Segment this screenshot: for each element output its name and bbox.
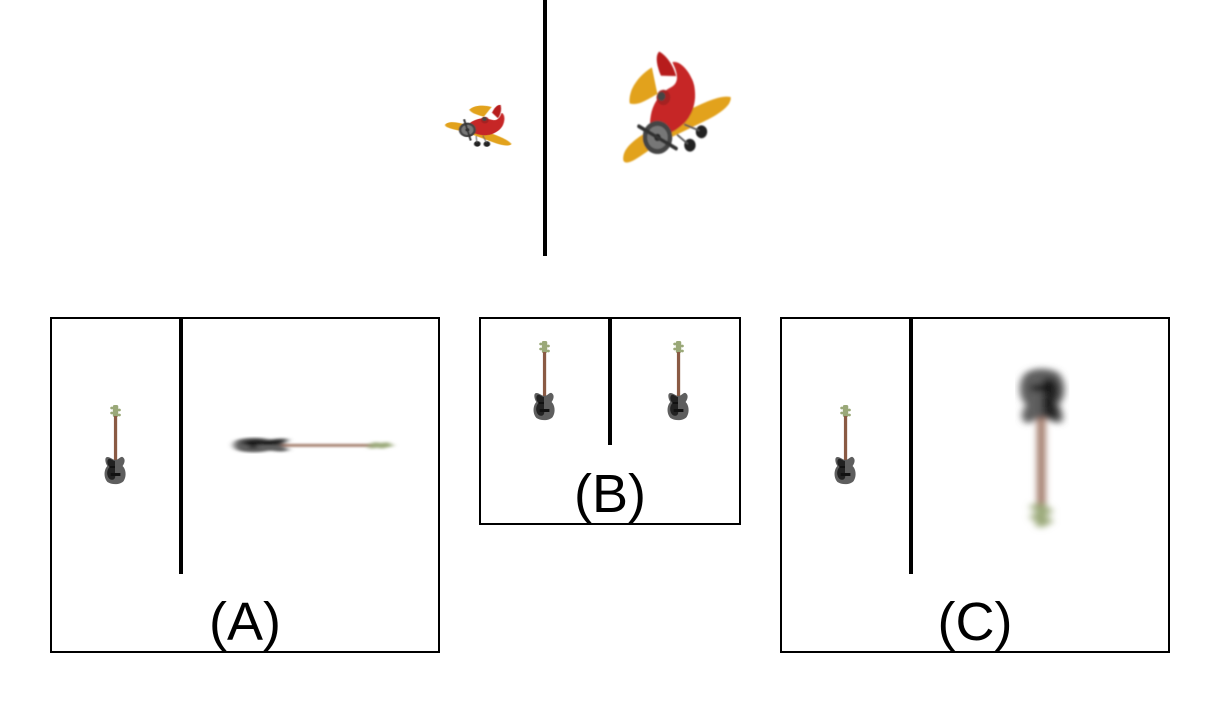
option-a-label: (A) bbox=[209, 592, 281, 652]
airplane-icon bbox=[441, 100, 514, 159]
option-c-divider bbox=[909, 319, 913, 574]
option-b-divider bbox=[608, 319, 612, 445]
bass-guitar-icon bbox=[1014, 365, 1070, 527]
bass-guitar-icon bbox=[832, 405, 858, 485]
bass-guitar-icon bbox=[665, 341, 691, 421]
option-c-label: (C) bbox=[937, 592, 1013, 652]
bass-guitar-icon bbox=[230, 415, 394, 475]
option-c[interactable]: (C) bbox=[780, 317, 1170, 653]
option-a-divider bbox=[179, 319, 183, 574]
airplane-icon bbox=[602, 46, 734, 199]
option-a[interactable]: (A) bbox=[50, 317, 440, 653]
bass-guitar-icon bbox=[531, 341, 557, 421]
reference-pair bbox=[0, 0, 1219, 260]
option-b-label: (B) bbox=[574, 464, 646, 524]
option-b[interactable]: (B) bbox=[479, 317, 741, 525]
reference-divider bbox=[543, 0, 547, 256]
bass-guitar-icon bbox=[102, 405, 128, 485]
